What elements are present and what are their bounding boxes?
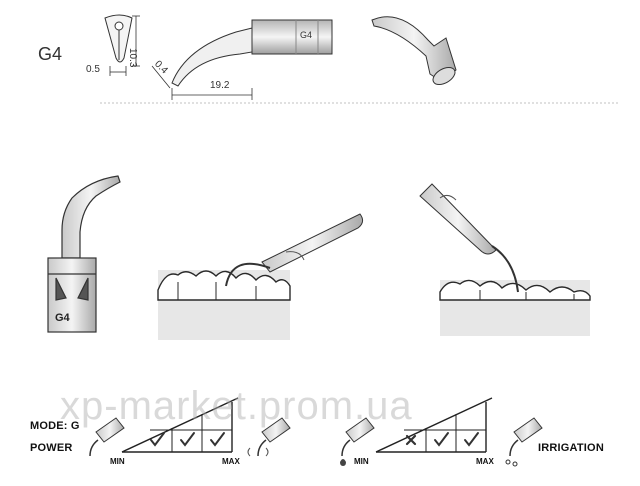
irrigation-level-marks <box>405 432 479 447</box>
tip-closeup <box>47 175 121 333</box>
irrigation-max-label: MAX <box>476 457 494 466</box>
dimension-tip-width: 0.5 <box>86 64 100 75</box>
scene-lower-teeth <box>157 213 364 340</box>
check-icon <box>180 432 195 447</box>
power-min-label: MIN <box>110 457 125 466</box>
check-icon <box>464 432 479 447</box>
dimension-tip-length: 10.3 <box>127 48 138 68</box>
scene-upper-teeth <box>419 183 591 336</box>
irrigation-scale <box>340 397 543 467</box>
check-icon <box>210 432 225 447</box>
power-scale <box>89 397 291 457</box>
power-max-label: MAX <box>222 457 240 466</box>
watermark-text: xp-market.prom.ua <box>60 384 413 428</box>
dimension-total-length: 19.2 <box>210 80 230 91</box>
irrigation-label: IRRIGATION <box>538 442 604 454</box>
irrigation-min-label: MIN <box>354 457 369 466</box>
tip-body-marking: G4 <box>300 30 313 40</box>
tip-front-view <box>104 14 140 76</box>
check-icon <box>150 432 165 447</box>
tip-closeup-marking: G4 <box>55 312 70 324</box>
power-label: POWER <box>30 442 73 454</box>
tip-perspective-view <box>371 16 457 86</box>
tip-side-view <box>151 19 333 100</box>
mode-label: MODE: G <box>30 420 80 432</box>
cross-icon <box>405 434 417 446</box>
check-icon <box>434 432 449 447</box>
power-level-marks <box>150 432 225 447</box>
model-label: G4 <box>38 44 63 64</box>
